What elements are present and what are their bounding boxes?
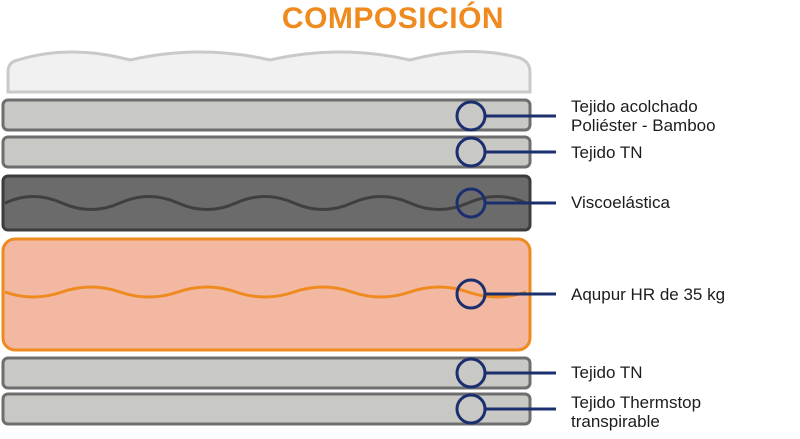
label-tejido-tn-top: Tejido TN [571,143,643,162]
label-line: Poliéster - Bamboo [571,116,716,135]
label-tejido-thermstop: Tejido Thermstop transpirable [571,393,701,431]
label-tejido-tn-bottom: Tejido TN [571,363,643,382]
label-line: Aqupur HR de 35 kg [571,285,726,304]
diagram-title: COMPOSICIÓN [281,2,505,35]
label-aqupur: Aqupur HR de 35 kg [571,285,725,304]
label-line: Tejido acolchado [571,97,698,116]
label-viscoelastica: Viscoelástica [571,193,670,212]
visco-wave-line [4,195,527,211]
quilt-layer [6,49,532,94]
label-line: Tejido Thermstop [571,393,702,412]
layer-tejido-tn-top [1,135,532,169]
label-line: Tejido TN [571,143,643,162]
layer-tejido-tn-bottom [1,356,532,390]
label-line: Viscoelástica [571,193,670,212]
layer-viscoelastica [1,174,532,232]
label-line: transpirable [571,412,660,431]
layer-aqupur [1,237,532,352]
aqupur-wave-line [4,285,527,299]
layer-tejido-thermstop [1,392,532,426]
layer-tejido-acolchado [1,98,532,132]
label-line: Tejido TN [571,363,643,382]
label-tejido-acolchado: Tejido acolchado Poliéster - Bamboo [571,97,716,135]
